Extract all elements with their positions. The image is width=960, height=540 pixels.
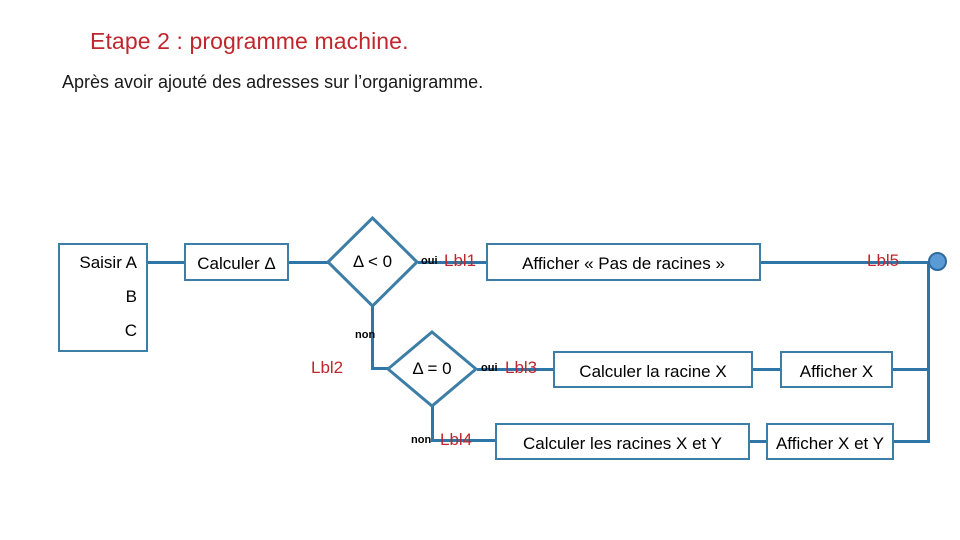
connector-calcx-to-displayx: [752, 368, 780, 371]
connector-right-bus: [927, 261, 930, 442]
node-afficher-x-et-y-label: Afficher X et Y: [775, 434, 885, 453]
connector-decision2-oui: [477, 368, 555, 371]
end-terminator-icon[interactable]: [928, 252, 947, 271]
node-calculer-les-racines-x-et-y[interactable]: Calculer les racines X et Y: [495, 423, 750, 460]
connector-decision2-non-vertical: [431, 405, 434, 441]
branch-label-oui-1: oui: [421, 255, 438, 267]
node-afficher-x-label: Afficher X: [799, 362, 874, 381]
node-afficher-pas-de-racines-label: Afficher « Pas de racines »: [522, 254, 725, 273]
node-calculer-delta[interactable]: Calculer Δ: [184, 243, 289, 281]
page-title: Etape 2 : programme machine.: [90, 28, 409, 54]
connector-displayxy-to-bus: [893, 440, 930, 443]
page-subtitle: Après avoir ajouté des adresses sur l’or…: [62, 72, 484, 92]
node-input-line2: B: [125, 287, 137, 306]
node-calculer-la-racine-x-label: Calculer la racine X: [579, 362, 727, 381]
connector-displayx-to-bus: [892, 368, 930, 371]
branch-label-non-1: non: [355, 329, 376, 341]
node-afficher-x-et-y[interactable]: Afficher X et Y: [766, 423, 894, 460]
branch-label-non-4: non: [411, 434, 432, 446]
node-calculer-delta-label: Calculer Δ: [197, 254, 276, 273]
branch-label-oui-3: oui: [481, 362, 498, 374]
node-afficher-x[interactable]: Afficher X: [780, 351, 893, 388]
node-input-line3: C: [124, 321, 137, 340]
node-decision-delta-eq-zero[interactable]: Δ = 0: [386, 330, 478, 408]
node-afficher-pas-de-racines[interactable]: Afficher « Pas de racines »: [486, 243, 761, 281]
connector-calcxy-to-displayxy: [749, 440, 767, 443]
connector-decision1-non-vertical: [371, 305, 374, 369]
diamond-shape-icon: [386, 330, 478, 408]
edge-label-lbl5: Lbl5: [867, 251, 900, 270]
connector-calc-to-decision1: [288, 261, 328, 264]
node-decision1-label: Δ < 0: [352, 252, 393, 271]
edge-label-lbl1: Lbl1: [444, 251, 477, 270]
connector-non4-horizontal: [431, 439, 497, 442]
node-decision2-label: Δ = 0: [412, 359, 452, 378]
connector-decision1-oui: [418, 261, 486, 264]
node-calculer-la-racine-x[interactable]: Calculer la racine X: [553, 351, 753, 388]
connector-noroots-to-end: [760, 261, 928, 264]
node-decision-delta-lt-zero[interactable]: Δ < 0: [326, 216, 419, 308]
node-input-line1: Saisir A: [79, 253, 137, 272]
node-calculer-les-racines-x-et-y-label: Calculer les racines X et Y: [522, 434, 723, 453]
node-input-abc[interactable]: Saisir A B C: [58, 243, 148, 352]
connector-non-to-decision2: [371, 367, 389, 370]
edge-label-lbl4: Lbl4: [440, 430, 473, 449]
edge-label-lbl2: Lbl2: [311, 358, 344, 377]
edge-label-lbl3: Lbl3: [505, 358, 538, 377]
diamond-shape-icon: [326, 216, 419, 308]
connector-input-to-calc: [146, 261, 184, 264]
